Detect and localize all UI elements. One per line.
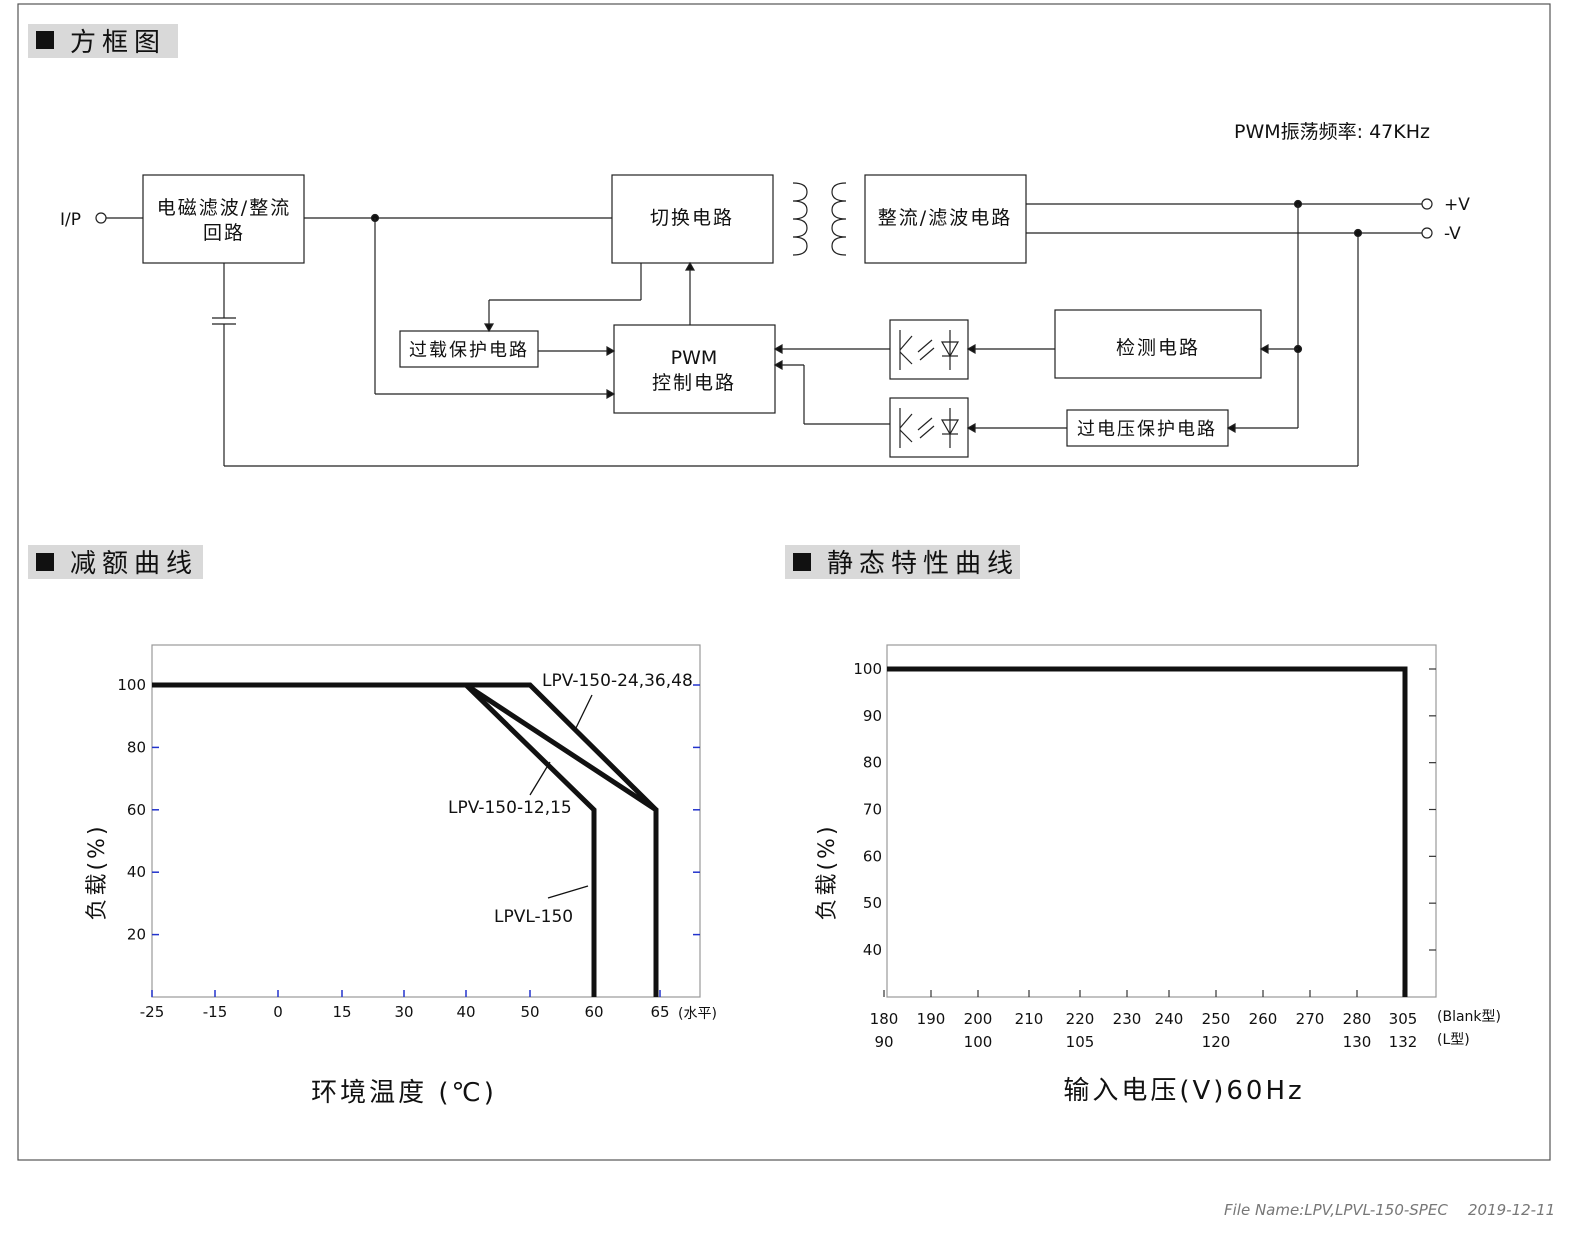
x-row-label-l: (L型) xyxy=(1437,1032,1470,1048)
overload-protection-label: 过载保护电路 xyxy=(409,340,529,361)
vplus-label: +V xyxy=(1444,195,1470,215)
section-title: 方框图 xyxy=(70,28,166,58)
x-axis-label: 环境温度 (℃) xyxy=(311,1078,497,1108)
leader-arrow-2 xyxy=(529,761,551,796)
x-tick-label-top: 305 xyxy=(1389,1010,1418,1028)
optocoupler-1 xyxy=(889,319,969,380)
x-tick-label: 15 xyxy=(332,1003,351,1021)
x-tick-label-top: 280 xyxy=(1343,1010,1372,1028)
y-tick-label: 100 xyxy=(853,660,882,678)
x-tick-label: 0 xyxy=(273,1003,283,1021)
switching-circuit-label: 切换电路 xyxy=(650,207,734,229)
series-line-1 xyxy=(152,682,659,997)
detection-circuit-label: 检测电路 xyxy=(1116,337,1200,359)
x-tick-label-top: 260 xyxy=(1249,1010,1278,1028)
y-tick-label: 70 xyxy=(863,801,882,819)
x-tick-label-bottom: 132 xyxy=(1389,1033,1418,1051)
x-tick-label-top: 240 xyxy=(1155,1010,1184,1028)
y-tick-label: 80 xyxy=(863,754,882,772)
section-title: 静态特性曲线 xyxy=(827,549,1019,579)
x-tick-label-top: 200 xyxy=(964,1010,993,1028)
footer-file-name: File Name:LPV,LPVL-150-SPEC xyxy=(1224,1201,1448,1219)
series-line-1 xyxy=(887,666,1408,997)
footer-date: 2019-12-11 xyxy=(1468,1201,1555,1219)
rectifier-filter-label: 整流/滤波电路 xyxy=(878,207,1012,229)
ovp-circuit-label: 过电压保护电路 xyxy=(1077,419,1217,440)
emi-filter-label-2: 回路 xyxy=(203,222,245,244)
y-tick-label: 60 xyxy=(127,801,146,819)
pwm-control-box xyxy=(613,324,776,414)
section-header-derating: 减额曲线 xyxy=(28,545,203,579)
series-label-3: LPVL-150 xyxy=(494,907,573,927)
square-bullet-icon xyxy=(36,31,54,49)
section-title: 减额曲线 xyxy=(70,549,198,579)
optocoupler-symbol-1 xyxy=(899,330,960,370)
x-tick-label-top: 250 xyxy=(1202,1010,1231,1028)
emi-filter-box xyxy=(142,174,305,264)
block-diagram xyxy=(95,174,1433,467)
square-bullet-icon xyxy=(793,553,811,571)
series-label-1: LPV-150-24,36,48 xyxy=(542,671,693,691)
y-tick-label: 20 xyxy=(127,926,146,944)
pwm-label: PWM xyxy=(671,347,718,369)
x-tick-label: 30 xyxy=(394,1003,413,1021)
x-tick-label-bottom: 90 xyxy=(874,1033,893,1051)
static-characteristic-chart: 40 50 60 70 80 90 100 180 90 190 200 100 210 220 105 23… xyxy=(815,644,1501,1106)
optocoupler-symbol-2 xyxy=(899,408,960,448)
detection-circuit-box xyxy=(1054,309,1262,379)
derating-chart: 20 40 60 80 100 -25 -15 0 15 30 40 50 60 65 (水平) LPV-15… xyxy=(85,644,717,1108)
x-tick-label: -15 xyxy=(203,1003,228,1021)
section-header-static: 静态特性曲线 xyxy=(785,545,1020,579)
series-label-2: LPV-150-12,15 xyxy=(448,798,572,818)
leader-arrow-3 xyxy=(547,885,589,899)
x-axis-label: 输入电压(V)60Hz xyxy=(1063,1076,1304,1106)
y-axis-label: 负载(%) xyxy=(85,823,110,920)
x-tick-label: 65 xyxy=(650,1003,669,1021)
x-tick-label-top: 230 xyxy=(1113,1010,1142,1028)
x-tick-label: 40 xyxy=(456,1003,475,1021)
pwm-frequency-label: PWM振荡频率: 47KHz xyxy=(1234,121,1430,143)
plot-frame xyxy=(886,644,1437,998)
y-tick-label: 100 xyxy=(117,676,146,694)
x-tick-label: -25 xyxy=(140,1003,165,1021)
series-line-3 xyxy=(152,682,597,997)
emi-filter-label-1: 电磁滤波/整流 xyxy=(157,197,291,219)
vminus-label: -V xyxy=(1444,224,1461,244)
x-tick-label: 50 xyxy=(520,1003,539,1021)
x-tick-label-bottom: 130 xyxy=(1343,1033,1372,1051)
x-tick-label: 60 xyxy=(584,1003,603,1021)
optocoupler-2 xyxy=(889,397,969,458)
y-tick-label: 60 xyxy=(863,847,882,865)
square-bullet-icon xyxy=(36,553,54,571)
x-tick-label-top: 220 xyxy=(1066,1010,1095,1028)
x-tick-label-bottom: 120 xyxy=(1202,1033,1231,1051)
x-tick-label-top: 270 xyxy=(1296,1010,1325,1028)
y-tick-label: 50 xyxy=(863,894,882,912)
input-label: I/P xyxy=(60,210,81,230)
switching-circuit-box xyxy=(611,174,774,264)
x-tick-label-bottom: 105 xyxy=(1066,1033,1095,1051)
plot-frame xyxy=(151,644,701,998)
rectifier-filter-box xyxy=(864,174,1027,264)
overload-protection-box xyxy=(399,330,539,368)
x-row-label-blank: (Blank型) xyxy=(1437,1009,1501,1025)
pwm-control-label: 控制电路 xyxy=(652,372,736,394)
leader-arrow-1 xyxy=(574,694,593,731)
y-tick-label: 40 xyxy=(127,863,146,881)
x-axis-suffix: (水平) xyxy=(678,1006,717,1022)
y-tick-label: 90 xyxy=(863,707,882,725)
x-tick-label-bottom: 100 xyxy=(964,1033,993,1051)
x-tick-label-top: 210 xyxy=(1015,1010,1044,1028)
x-tick-label-top: 180 xyxy=(870,1010,899,1028)
section-header-block-diagram: 方框图 xyxy=(28,24,178,58)
x-tick-label-top: 190 xyxy=(917,1010,946,1028)
page-frame xyxy=(17,3,1551,1161)
y-axis-label: 负载(%) xyxy=(815,823,840,920)
y-tick-label: 40 xyxy=(863,941,882,959)
y-tick-label: 80 xyxy=(127,738,146,756)
